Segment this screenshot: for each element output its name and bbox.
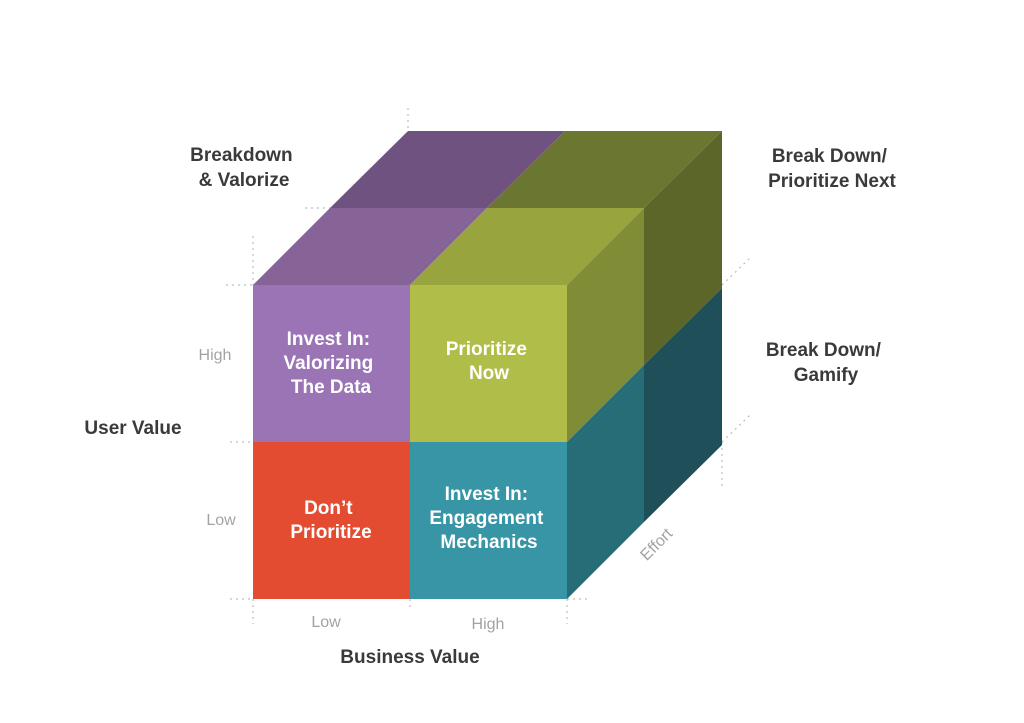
axis-title-user-value: User Value: [84, 418, 181, 439]
label-line: Breakdown: [190, 145, 292, 166]
side-face-front-green: [567, 208, 644, 442]
label-line: Break Down/: [772, 146, 888, 167]
cell-label-line: Don’t: [304, 498, 353, 519]
cell-prioritize-now: [410, 285, 567, 442]
top-face-front-purple: [253, 208, 487, 285]
tick-business-value-low: Low: [311, 614, 341, 631]
cell-label-line: Now: [469, 363, 509, 384]
label-line: Prioritize Next: [768, 171, 896, 192]
top-face-back-green: [487, 131, 722, 208]
cell-label-prioritize-now: Prioritize Now: [446, 339, 533, 384]
top-face-front-green: [410, 208, 644, 285]
tick-user-value-high: High: [199, 347, 232, 364]
axis-title-business-value: Business Value: [340, 647, 479, 668]
top-face-back-purple: [330, 131, 565, 208]
side-face-back-green: [644, 131, 722, 365]
label-line: & Valorize: [199, 170, 290, 191]
cell-label-engagement-mechanics: Invest In: Engagement Mechanics: [429, 484, 548, 553]
cell-invest-in-valorizing-the-data: [253, 285, 410, 442]
axis-title-text: User Value: [84, 418, 181, 439]
cell-label-line: Invest In:: [445, 484, 528, 505]
cell-label-line: Valorizing: [283, 353, 373, 374]
cell-label-valorizing: Invest In: Valorizing The Data: [283, 329, 378, 398]
side-face-back-teal: [644, 288, 722, 522]
cell-label-line: Prioritize: [290, 522, 371, 543]
label-breakdown-valorize: Breakdown & Valorize: [190, 145, 298, 191]
label-line: Break Down/: [766, 340, 882, 361]
cell-label-line: Mechanics: [440, 532, 537, 553]
label-break-down-prioritize-next: Break Down/ Prioritize Next: [768, 146, 896, 192]
cell-label-line: Invest In:: [287, 329, 370, 350]
guide-lines: [226, 108, 751, 624]
cell-label-dont-prioritize: Don’t Prioritize: [290, 498, 371, 543]
cell-dont-prioritize: [253, 442, 410, 599]
axis-title-effort: Effort: [637, 525, 676, 564]
label-line: Gamify: [794, 365, 859, 386]
cell-label-line: Engagement: [429, 508, 544, 529]
tick-business-value-high: High: [472, 616, 505, 633]
cell-label-line: Prioritize: [446, 339, 527, 360]
cell-label-line: The Data: [291, 377, 372, 398]
side-face-front-teal: [567, 365, 644, 599]
tick-user-value-low: Low: [206, 512, 236, 529]
label-break-down-gamify: Break Down/ Gamify: [766, 340, 886, 386]
cell-invest-in-engagement-mechanics: [410, 442, 567, 599]
